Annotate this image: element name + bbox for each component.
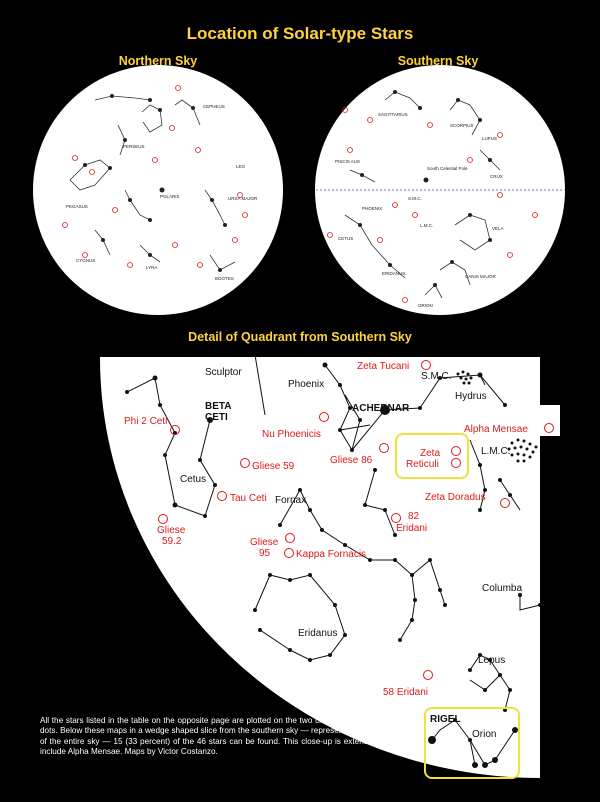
north-label-polaris: POLARIS [160, 194, 180, 199]
label-sculptor: Sculptor [205, 367, 242, 378]
label-hydrus: Hydrus [455, 391, 487, 402]
label-kappa-fornacis: Kappa Fornacis [296, 549, 366, 560]
lmc-cloud [507, 438, 538, 463]
northern-sky-title: Northern Sky [118, 54, 198, 68]
label-orion: Orion [472, 729, 496, 740]
south-label-smc: S.M.C. [408, 196, 422, 201]
main-title: Location of Solar-type Stars [186, 24, 414, 43]
north-label-ursa-major: URSA MAJOR [228, 196, 258, 201]
smc-cloud [456, 370, 473, 385]
marker-zeta-doradus [500, 498, 510, 508]
south-label-canis-major: CANIS MAJOR [465, 274, 497, 279]
label-gliese-95: Gliese 95 [250, 537, 281, 559]
south-label-celestial-pole: South Celestial Pole [427, 166, 468, 171]
southern-stars [358, 90, 492, 287]
north-label-cygnus: CYGNUS [76, 258, 95, 263]
marker-82-eridani [391, 513, 401, 523]
orion-highlight [424, 707, 520, 779]
quadrant-wedge [99, 357, 561, 778]
north-label-leo: LEO [236, 164, 246, 169]
label-beta-ceti: BETA CETI [205, 401, 234, 423]
marker-zeta-reticuli-2 [451, 458, 461, 468]
north-label-cepheus: CEPHEUS [203, 104, 225, 109]
caption: All the stars listed in the table on the… [40, 716, 415, 757]
southern-sky-title: Southern Sky [397, 54, 479, 68]
label-eridanus: Eridanus [298, 628, 337, 639]
marker-58-eridani [423, 670, 433, 680]
label-nu-phoenicis: Nu Phoenicis [262, 429, 321, 440]
zeta-reticuli-highlight [395, 433, 469, 479]
label-58-eridani: 58 Eridani [383, 687, 428, 698]
marker-zeta-tucani [421, 360, 431, 370]
southern-constellation-lines [344, 91, 501, 299]
marker-zeta-reticuli-1 [451, 446, 461, 456]
quadrant-stars [125, 362, 542, 768]
marker-gliese-59 [240, 458, 250, 468]
marker-nu-phoenicis [319, 412, 329, 422]
label-achernar: ACHERNAR [352, 403, 410, 414]
south-label-lupus: LUPUS [482, 136, 497, 141]
marker-tau-ceti [217, 491, 227, 501]
marker-phi-2-ceti [170, 425, 180, 435]
north-label-lyra: LYRA [146, 265, 157, 270]
south-label-sagittarius: SAGITTARIUS [378, 112, 408, 117]
south-label-piscis-aus: PISCIS AUS [335, 159, 360, 164]
label-zeta-doradus: Zeta Doradus [425, 492, 486, 503]
northern-sky-map: CEPHEUS PERSEUS PEGASUS URSA MAJOR LEO C… [33, 65, 283, 315]
marker-gliese-86 [379, 443, 389, 453]
label-lmc: L.M.C. [481, 446, 510, 457]
label-fornax: Fornax [275, 495, 306, 506]
label-beta-ceti-line1: BETA [205, 401, 231, 412]
label-rigel: RIGEL [430, 714, 461, 725]
label-gliese-59-2: Gliese 59.2 [157, 525, 188, 547]
marker-alpha-mensae [544, 423, 554, 433]
south-label-lmc: L.M.C. [420, 223, 433, 228]
south-label-vela: VELA [492, 226, 504, 231]
northern-sky-disc [33, 65, 283, 315]
south-label-cetus: CETUS [338, 236, 353, 241]
south-label-scorpius: SCORPIUS [450, 123, 474, 128]
marker-gliese-95 [285, 533, 295, 543]
label-cetus: Cetus [180, 474, 206, 485]
north-label-pegasus: PEGASUS [66, 204, 88, 209]
detail-title: Detail of Quadrant from Southern Sky [188, 330, 412, 344]
label-gliese-59: Gliese 59 [252, 461, 295, 472]
northern-stars [83, 94, 227, 272]
label-smc: S.M.C. [421, 371, 452, 382]
south-label-orion: ORION [418, 303, 433, 308]
marker-gliese-59-2 [158, 514, 168, 524]
northern-red-dots [62, 85, 248, 268]
label-82-eridani: 82 Eridani [396, 511, 427, 534]
label-columba: Columba [482, 583, 522, 594]
southern-red-dots [327, 107, 538, 303]
label-alpha-mensae: Alpha Mensae [464, 424, 528, 435]
label-gliese-86: Gliese 86 [330, 455, 373, 466]
label-zeta-reticuli: Zeta Reticuli [406, 448, 443, 470]
label-tau-ceti: Tau Ceti [230, 493, 267, 504]
marker-kappa-fornacis [284, 548, 294, 558]
southern-quadrant-detail: Sculptor Phoenix Hydrus Cetus Fornax Col… [99, 354, 561, 779]
label-beta-ceti-line2: CETI [205, 412, 228, 423]
south-label-eridanus: ERIDANUS [382, 271, 405, 276]
south-label-phoenix: PHOENIX [362, 206, 382, 211]
south-label-crux: CRUX [490, 174, 503, 179]
magellanic-clouds [456, 370, 538, 463]
label-phi-2-ceti: Phi 2 Ceti [124, 416, 167, 427]
southern-sky-map: SAGITTARIUS SCORPIUS LUPUS CRUX PISCIS A… [315, 65, 565, 315]
solar-type-markers [158, 360, 554, 680]
north-label-perseus: PERSEUS [123, 144, 145, 149]
north-label-bootes: BOOTES [215, 276, 234, 281]
label-zeta-tucani: Zeta Tucani [357, 361, 409, 372]
label-phoenix: Phoenix [288, 379, 324, 390]
label-lepus: Lepus [478, 655, 505, 666]
